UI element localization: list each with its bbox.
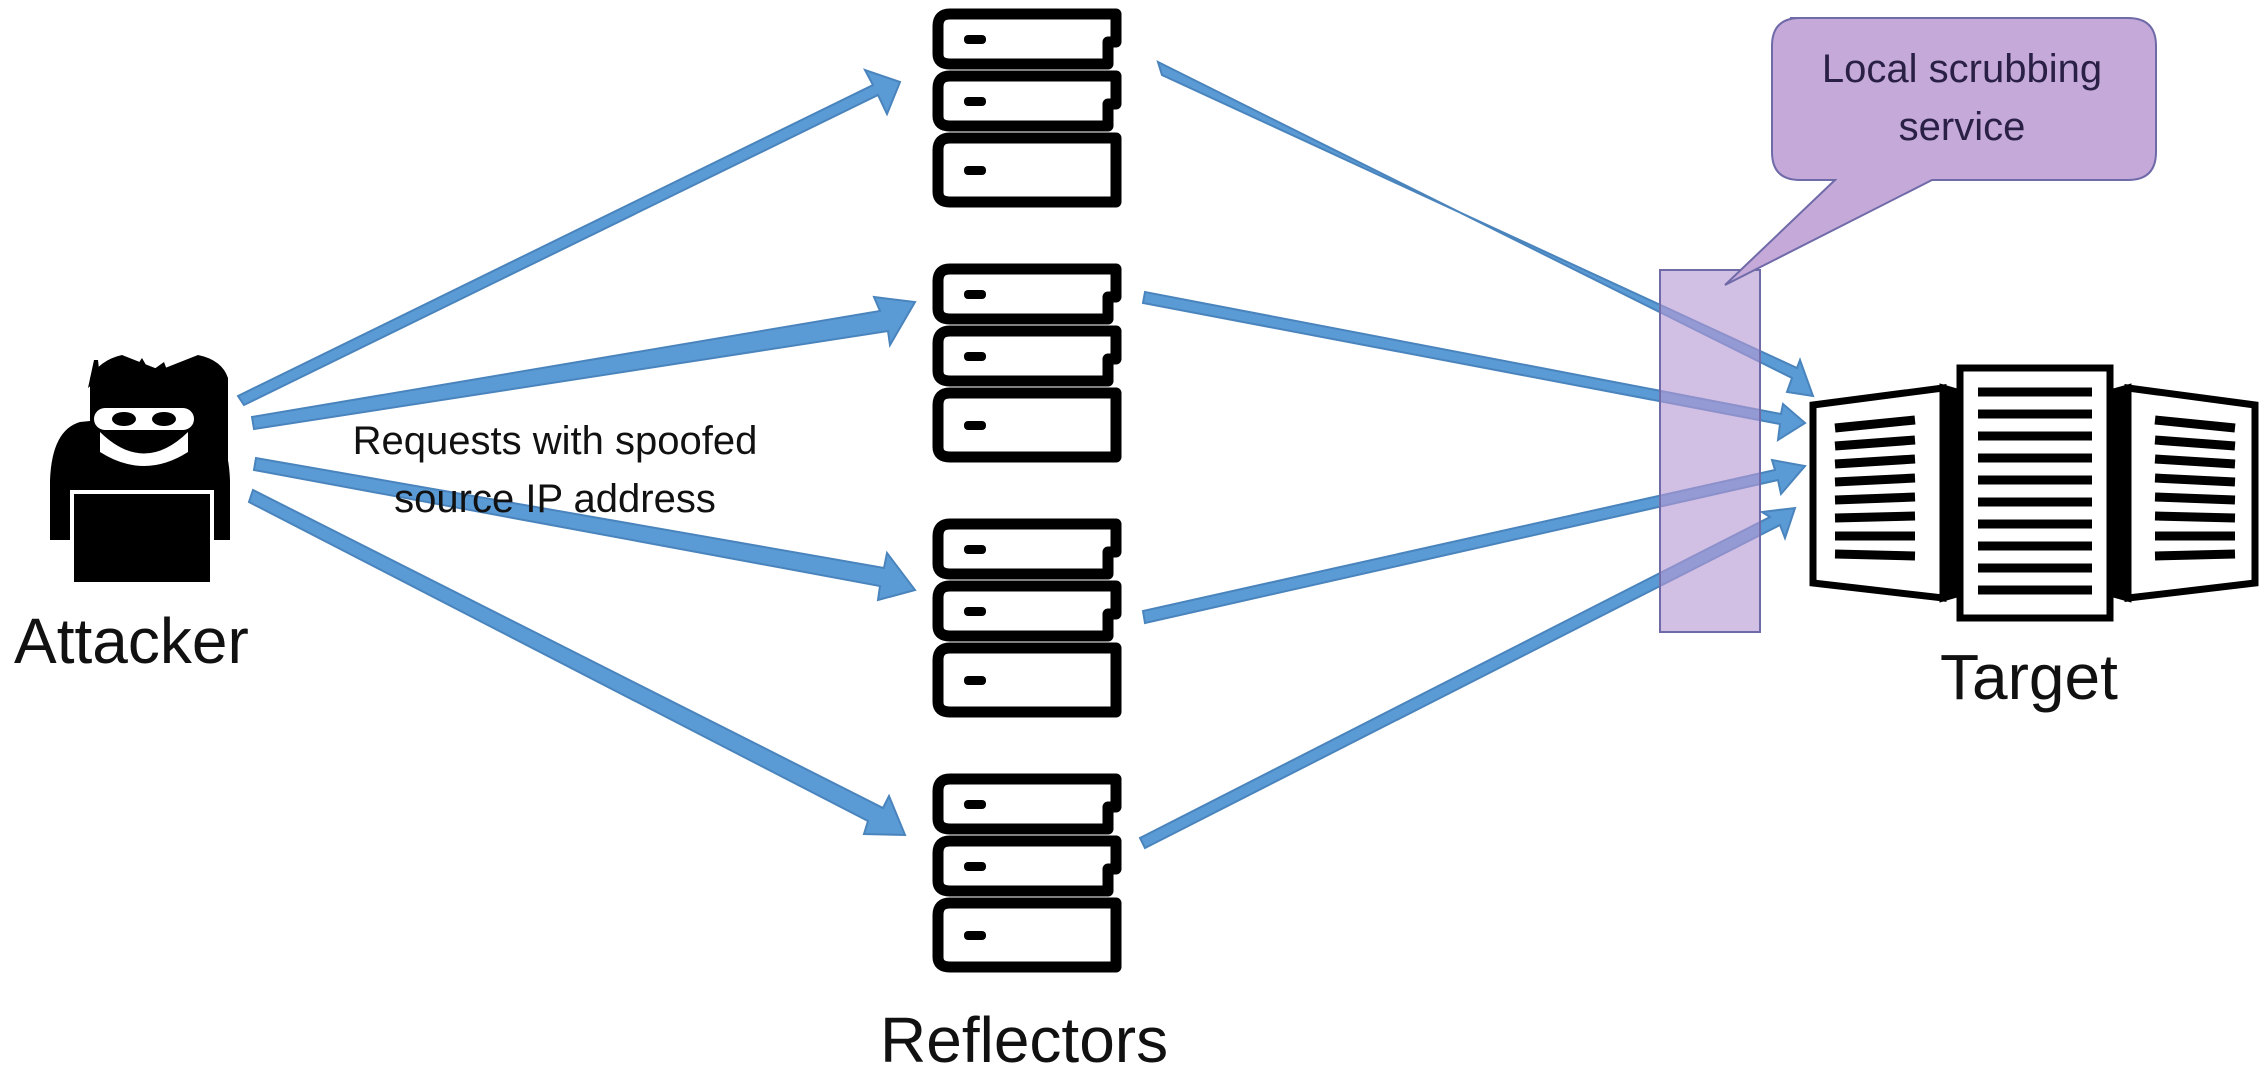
- arrow-reflector-4-to-target: [1138, 506, 1797, 850]
- attack-arrows: [236, 60, 1815, 850]
- arrow-reflector-1-to-target: [1156, 60, 1815, 398]
- arrow-attacker-to-reflector-2: [250, 295, 917, 431]
- arrow-reflector-3-to-target: [1141, 458, 1807, 625]
- scrubbing-filter-band: [1659, 269, 1761, 633]
- reflectors-label: Reflectors: [880, 1004, 1169, 1076]
- scrubbing-callout-text: Local scrubbing service: [1770, 40, 2154, 156]
- reflector-server-2-icon: [938, 269, 1116, 457]
- reflector-server-3-icon: [938, 524, 1116, 712]
- scrubbing-callout-bubble: [1724, 17, 2157, 286]
- reflectors-group: [938, 14, 1116, 967]
- attacker-label: Attacker: [14, 605, 249, 677]
- server-rack-icon: [1809, 364, 2259, 622]
- arrow-attacker-to-reflector-1: [236, 68, 902, 407]
- spoofed-request-note-line-2: source IP address: [394, 477, 716, 521]
- reflector-server-1-icon: [938, 14, 1116, 202]
- spoofed-request-note: Requests with spoofed source IP address: [320, 412, 790, 528]
- target-label: Target: [1940, 641, 2118, 713]
- arrow-attacker-to-reflector-4: [247, 488, 907, 837]
- reflector-server-4-icon: [938, 779, 1116, 967]
- arrow-attacker-to-reflector-3: [252, 456, 917, 602]
- hacker-with-laptop-icon: [50, 355, 230, 586]
- scrubbing-callout-line-2: service: [1898, 105, 2026, 149]
- scrubbing-callout-line-1: Local scrubbing: [1821, 47, 2103, 91]
- spoofed-request-note-line-1: Requests with spoofed: [352, 419, 758, 463]
- target-rack-slots: [1834, 387, 2236, 595]
- arrow-reflector-2-to-target: [1141, 290, 1807, 442]
